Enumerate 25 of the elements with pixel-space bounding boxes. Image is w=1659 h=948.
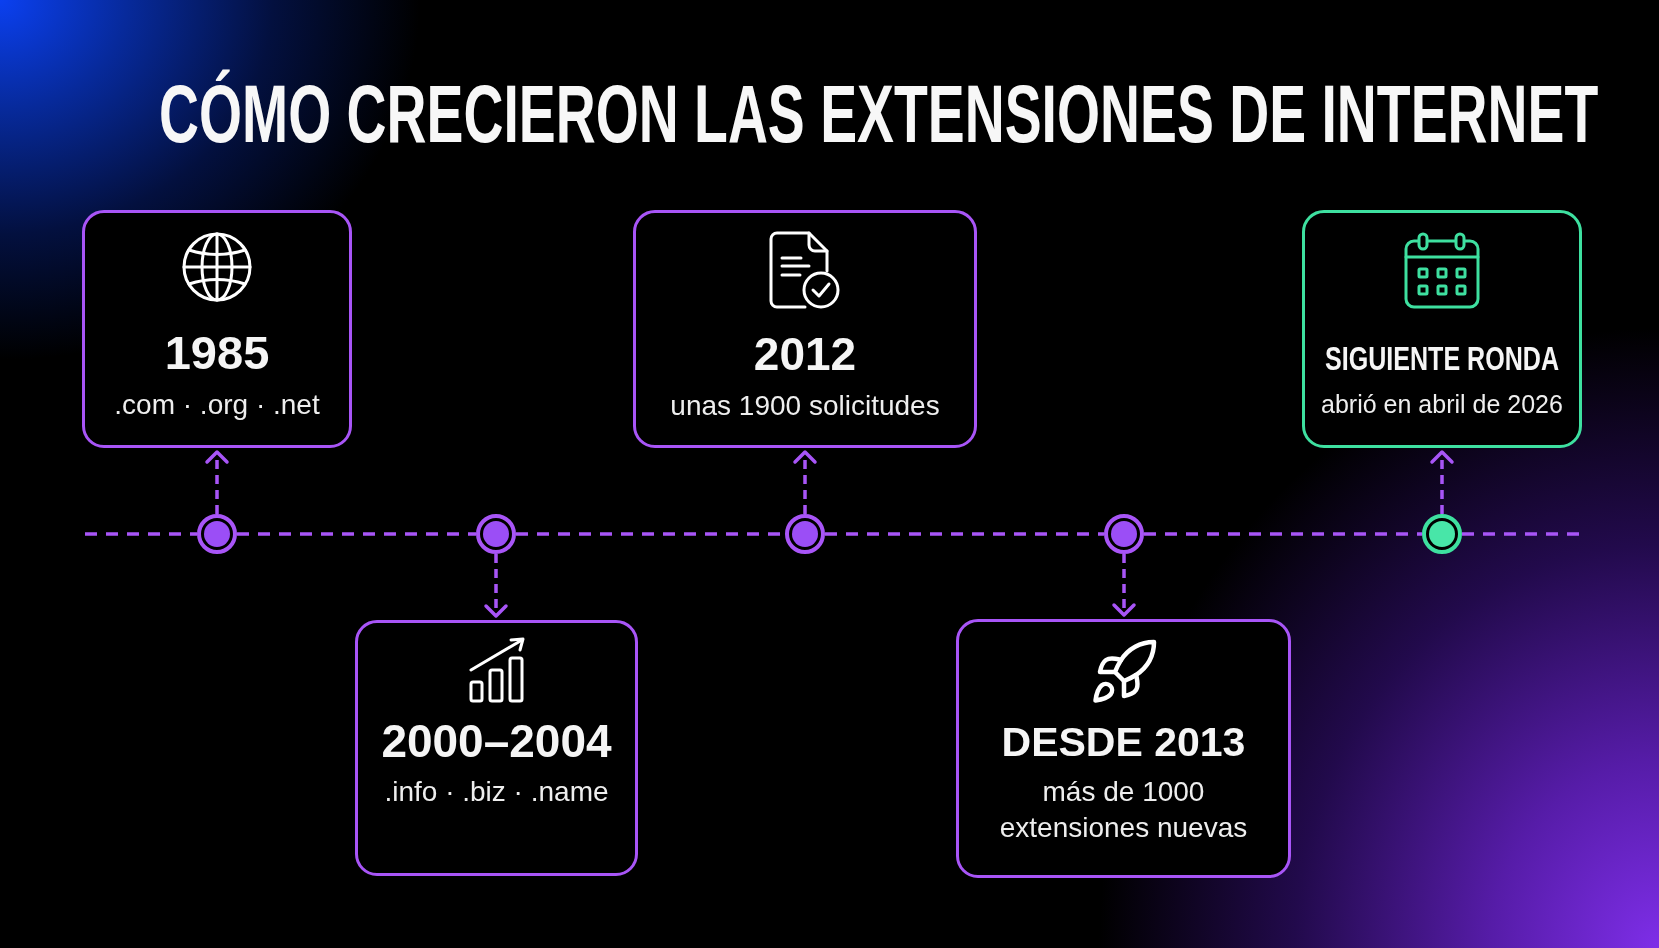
card-heading: SIGUIENTE RONDA: [1324, 342, 1560, 375]
arrow: [205, 450, 229, 514]
arrow: [1112, 554, 1136, 617]
card-text: abrió en abril de 2026: [1321, 389, 1563, 419]
timeline-card: [633, 210, 977, 448]
timeline-card: [956, 619, 1291, 878]
card-heading: 2000–2004: [381, 718, 612, 764]
card-text: .info · .biz · .name: [384, 776, 609, 808]
timeline-line: [1462, 532, 1582, 536]
timeline-card: [355, 620, 638, 876]
timeline-line: [237, 532, 476, 536]
card-heading: DESDE 2013: [1001, 722, 1246, 763]
arrow: [793, 450, 817, 514]
timeline-line: [85, 532, 197, 536]
card-text: .com · .org · .net: [114, 389, 320, 421]
card-heading: 1985: [164, 329, 270, 376]
timeline-line: [825, 532, 1104, 536]
card-text: más de 1000 extensiones nuevas: [998, 775, 1249, 845]
card-text: unas 1900 solicitudes: [670, 390, 940, 422]
timeline-card: [1302, 210, 1582, 448]
card-heading: 2012: [753, 331, 857, 377]
arrow: [1430, 450, 1454, 514]
arrow: [484, 554, 508, 618]
timeline-line: [1144, 532, 1422, 536]
timeline-card: [82, 210, 352, 448]
